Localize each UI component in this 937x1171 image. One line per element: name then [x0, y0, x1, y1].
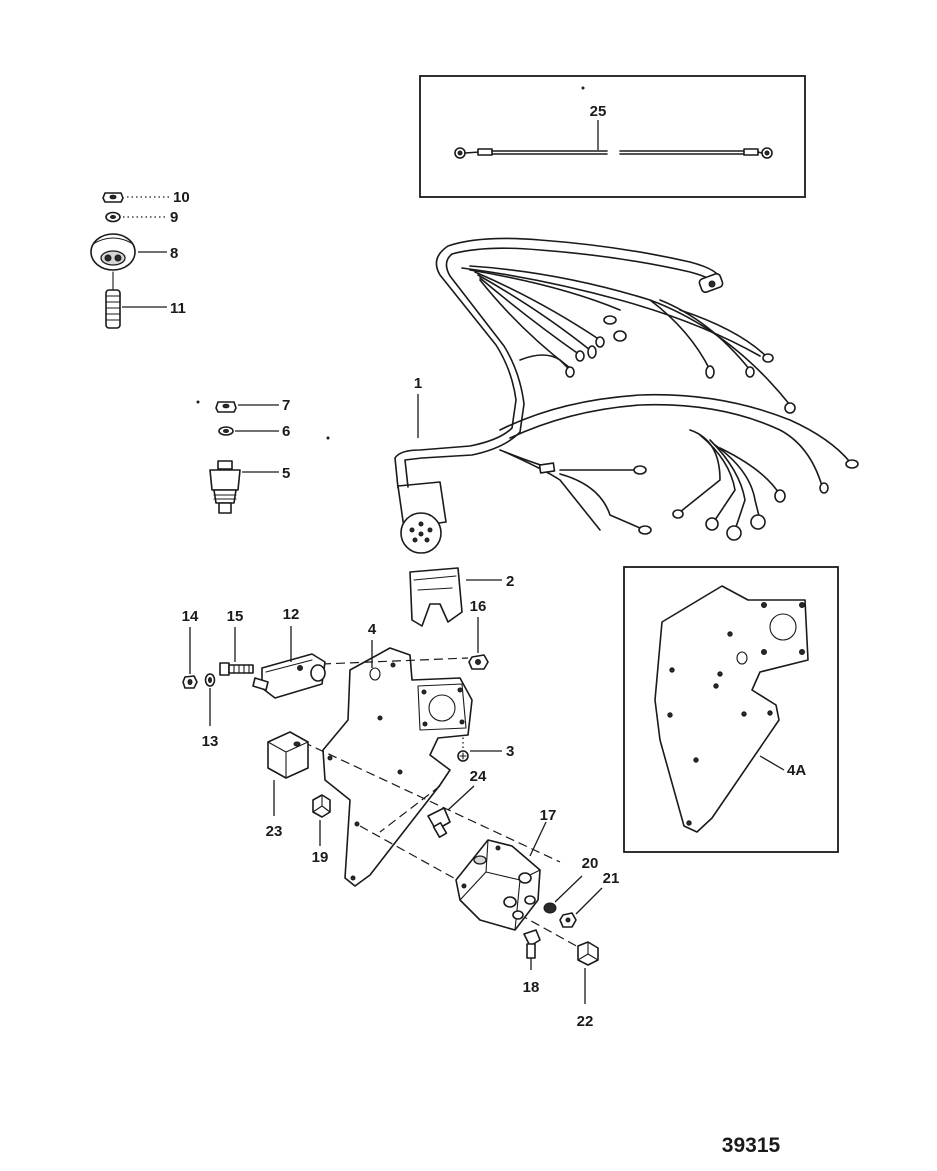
switch-8-part: [90, 233, 136, 271]
callout-12: 12: [283, 606, 300, 623]
callout-22: 22: [577, 1013, 594, 1030]
callout-20: 20: [582, 855, 599, 872]
callout-4: 4: [368, 621, 377, 638]
callout-4a: 4A: [787, 762, 806, 779]
wiring-harness-part: [394, 237, 859, 554]
nut-19-part: [312, 794, 331, 818]
callout-7: 7: [282, 397, 290, 414]
figure-number: 39315: [722, 1134, 781, 1157]
stud-11-part: [105, 271, 121, 329]
mounting-bracket-part: [322, 647, 473, 887]
terminal-block-part: [267, 731, 309, 779]
inset-box-ground-cable: 25: [419, 75, 806, 198]
callout-18: 18: [523, 979, 540, 996]
lock-washer-6-part: [218, 426, 234, 436]
screw-18-part: [523, 929, 541, 959]
callout-21: 21: [603, 870, 620, 887]
lock-washer-20-part: [543, 902, 557, 914]
circuit-breaker-part: [252, 653, 326, 699]
callout-15: 15: [227, 608, 244, 625]
screw-15-part: [219, 662, 254, 676]
callout-25: 25: [590, 103, 607, 120]
callout-2: 2: [506, 573, 514, 590]
nut-14-part: [182, 675, 198, 689]
callout-5: 5: [282, 465, 290, 482]
nut-21-part: [559, 912, 577, 928]
callout-14: 14: [182, 608, 199, 625]
screw-24-part: [427, 807, 451, 838]
temperature-sender-part: [209, 460, 241, 514]
inset-box-alternate-bracket: 4A: [623, 566, 839, 853]
callout-17: 17: [540, 807, 557, 824]
washer-9-part: [105, 211, 121, 223]
screw-3-part: [457, 750, 469, 762]
callout-9: 9: [170, 209, 178, 226]
solenoid-part: [455, 839, 541, 931]
callout-1: 1: [414, 375, 422, 392]
nut-22-part: [577, 941, 599, 966]
callout-24: 24: [470, 768, 487, 785]
nut-16-part: [468, 654, 489, 670]
harness-terminals: [538, 272, 859, 541]
lock-washer-13-part: [204, 673, 216, 687]
callout-10: 10: [173, 189, 190, 206]
callout-19: 19: [312, 849, 329, 866]
callout-3: 3: [506, 743, 514, 760]
plug-cover-part: [409, 567, 463, 627]
nut-10-part: [102, 192, 124, 203]
callout-8: 8: [170, 245, 178, 262]
nut-7-part: [215, 401, 237, 413]
callout-6: 6: [282, 423, 290, 440]
alternate-bracket-part: [654, 585, 809, 833]
callout-23: 23: [266, 823, 283, 840]
callout-11: 11: [170, 300, 186, 317]
callout-16: 16: [470, 598, 487, 615]
ground-cable-part: [454, 147, 773, 159]
callout-13: 13: [202, 733, 219, 750]
